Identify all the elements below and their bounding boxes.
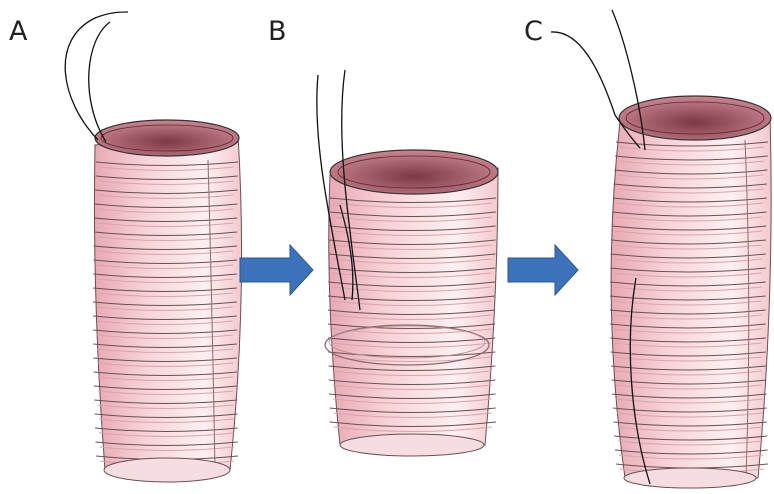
- right-arrow-icon: [508, 245, 578, 295]
- graft-c-opening: [619, 96, 771, 140]
- graft-a: [65, 12, 241, 482]
- panel-label-b: B: [268, 18, 287, 45]
- graft-b: [317, 70, 498, 456]
- panel-label-a: A: [9, 18, 27, 45]
- graft-c: [551, 10, 771, 488]
- graft-b-opening: [330, 150, 498, 194]
- right-arrow-icon: [240, 245, 313, 295]
- graft-a-suture: [65, 12, 128, 142]
- graft-a-body: [94, 135, 241, 470]
- panel-label-c: C: [524, 18, 543, 45]
